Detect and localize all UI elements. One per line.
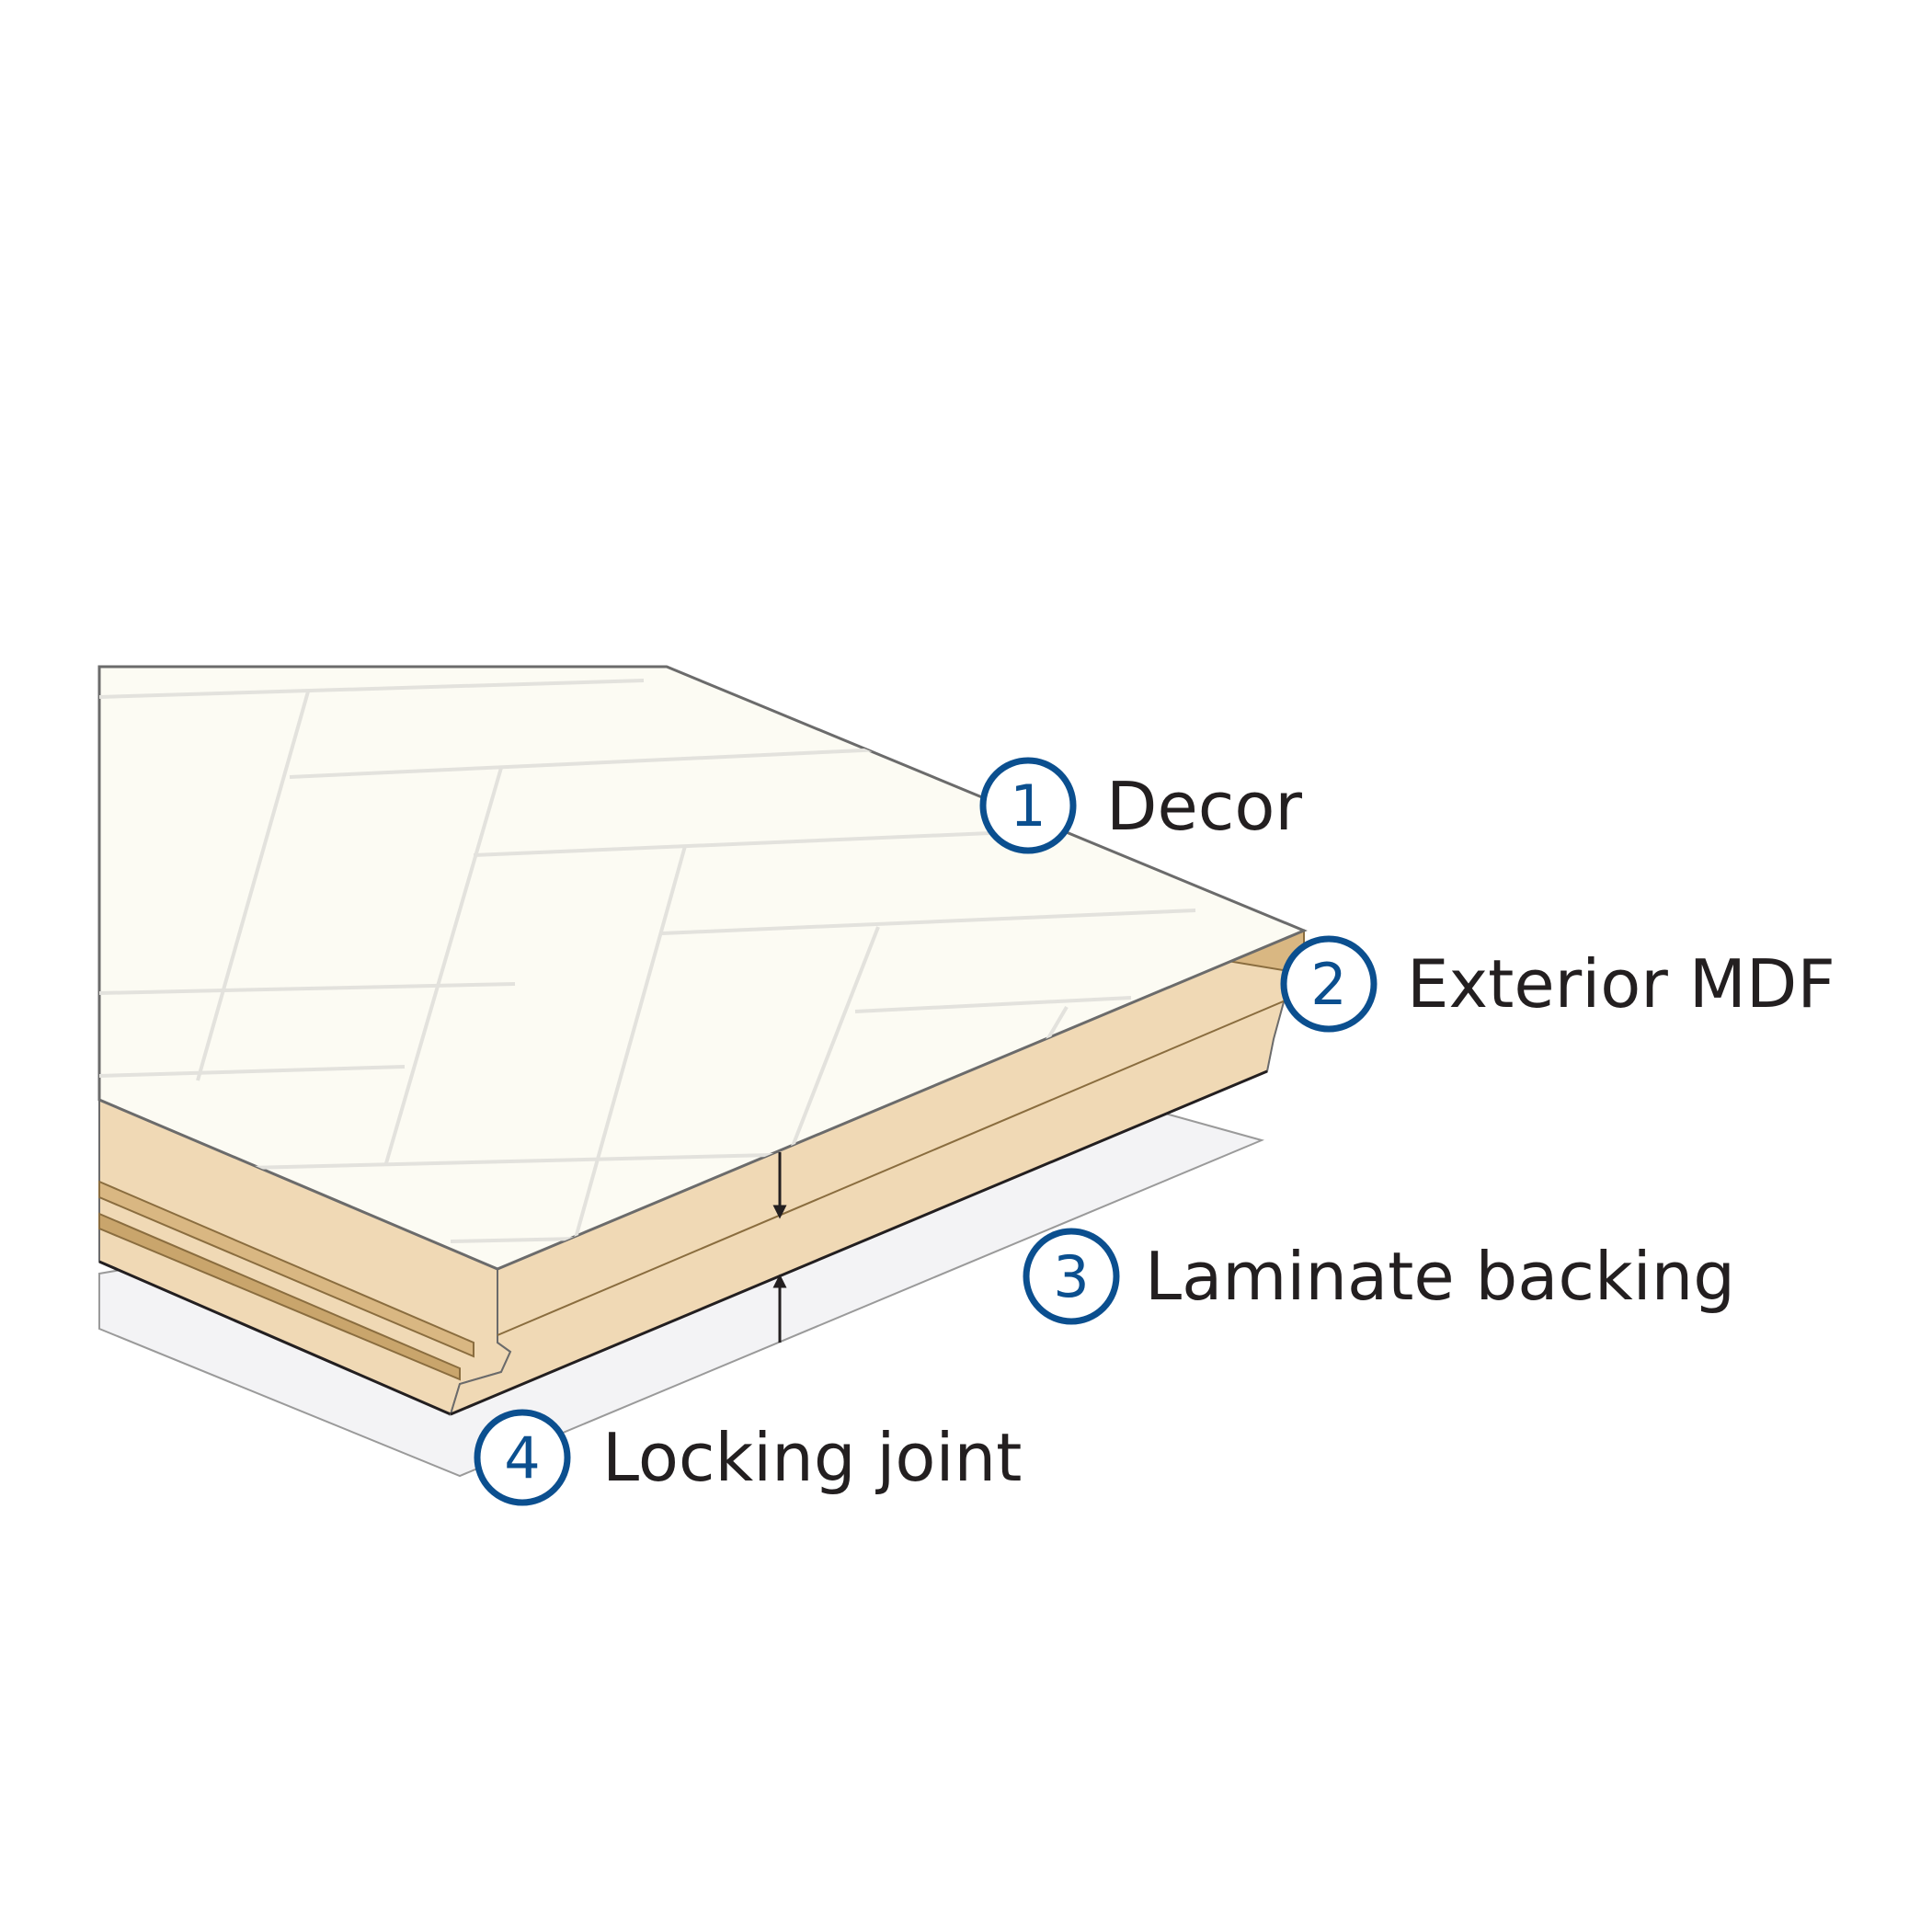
badge-locking-joint — [474, 1409, 571, 1506]
badge-number-exterior-mdf: 2 — [1310, 951, 1346, 1018]
badge-laminate-backing — [1023, 1228, 1120, 1325]
badge-number-laminate-backing: 3 — [1053, 1243, 1089, 1310]
mdf-front-bottom-line — [450, 1069, 1268, 1416]
herringbone-pattern — [99, 679, 1196, 1243]
callout-locking-joint: 4 Locking joint — [474, 1409, 1022, 1506]
badge-exterior-mdf — [1280, 935, 1378, 1033]
badge-number-locking-joint: 4 — [504, 1424, 540, 1492]
callout-laminate-backing: 3 Laminate backing — [1023, 1228, 1735, 1325]
label-locking-joint: Locking joint — [602, 1419, 1022, 1496]
mdf-left-bottom-line — [98, 1260, 452, 1416]
locking-groove-lower — [98, 1212, 461, 1381]
badge-decor — [979, 757, 1077, 854]
label-decor: Decor — [1106, 768, 1302, 845]
badge-number-decor: 1 — [1010, 772, 1046, 840]
callout-exterior-mdf: 2 Exterior MDF — [1280, 935, 1835, 1033]
mdf-front-top-line — [497, 997, 1293, 1336]
label-laminate-backing: Laminate backing — [1145, 1238, 1735, 1315]
label-exterior-mdf: Exterior MDF — [1407, 945, 1835, 1023]
locking-groove — [98, 1180, 474, 1358]
callout-decor: 1 Decor — [979, 757, 1302, 854]
